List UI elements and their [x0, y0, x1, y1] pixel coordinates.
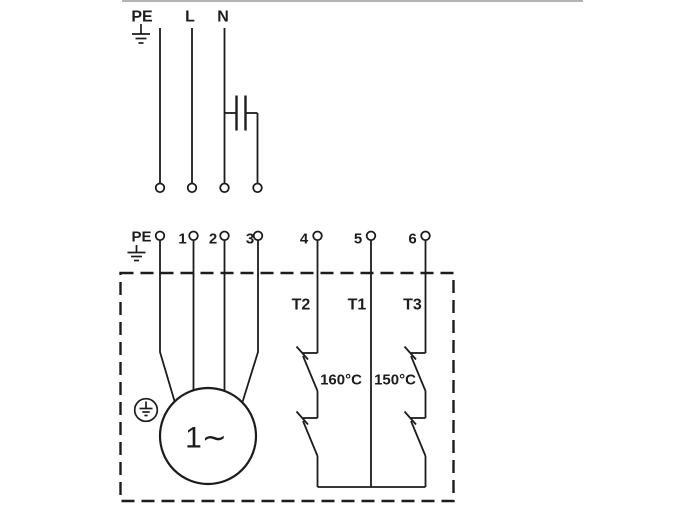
single-phase-motor-icon	[158, 386, 258, 486]
thermal-switch-t2	[295, 240, 319, 487]
temp-160-label: 160°C	[320, 372, 362, 389]
terminal-circle	[420, 230, 431, 242]
terminal-circle	[186, 182, 198, 194]
terminal-4-label: 4	[300, 231, 309, 248]
terminal-circle	[188, 230, 199, 242]
earth-ground-icon	[127, 245, 146, 262]
protective-earth-circle-icon	[133, 397, 159, 423]
terminal-circles	[154, 230, 431, 242]
sensor-t3-label: T3	[403, 297, 422, 314]
terminal-circle	[154, 230, 166, 242]
motor-wires	[159, 240, 259, 403]
terminal-6-label: 6	[408, 231, 416, 248]
terminal-circle	[154, 182, 166, 194]
terminal-circle	[252, 230, 264, 242]
sensor-t1-label: T1	[348, 297, 367, 314]
temp-150-label: 150°C	[374, 372, 416, 389]
terminal-pe-label: PE	[131, 229, 151, 246]
terminal-row: PE 1 2 3 4 5 6	[127, 229, 417, 262]
terminal-circle	[252, 182, 263, 194]
terminal-3-label: 3	[246, 231, 254, 248]
wire-3-to-motor	[241, 240, 259, 403]
motor: 1∼	[133, 386, 258, 486]
motor-label: 1∼	[185, 422, 227, 455]
thermal-switch-t3	[403, 240, 427, 487]
supply-pe-label: PE	[131, 9, 153, 26]
supply-section: PE L N	[131, 9, 263, 194]
thermal-switch-section: T2 T1 T3	[292, 240, 427, 488]
wire-pe-to-motor	[159, 240, 176, 402]
terminal-circle	[365, 230, 377, 242]
terminal-1-label: 1	[178, 231, 186, 248]
terminal-2-label: 2	[209, 231, 217, 248]
supply-l-label: L	[185, 9, 195, 26]
supply-n-label: N	[217, 9, 229, 26]
terminal-5-label: 5	[354, 231, 362, 248]
terminal-circle	[219, 182, 230, 194]
sensor-t2-label: T2	[292, 297, 311, 314]
terminal-circle	[219, 230, 230, 242]
capacitor-icon	[224, 95, 258, 131]
pump-enclosure-outline	[119, 271, 455, 503]
terminal-circle	[312, 230, 323, 242]
earth-ground-icon	[132, 24, 150, 44]
